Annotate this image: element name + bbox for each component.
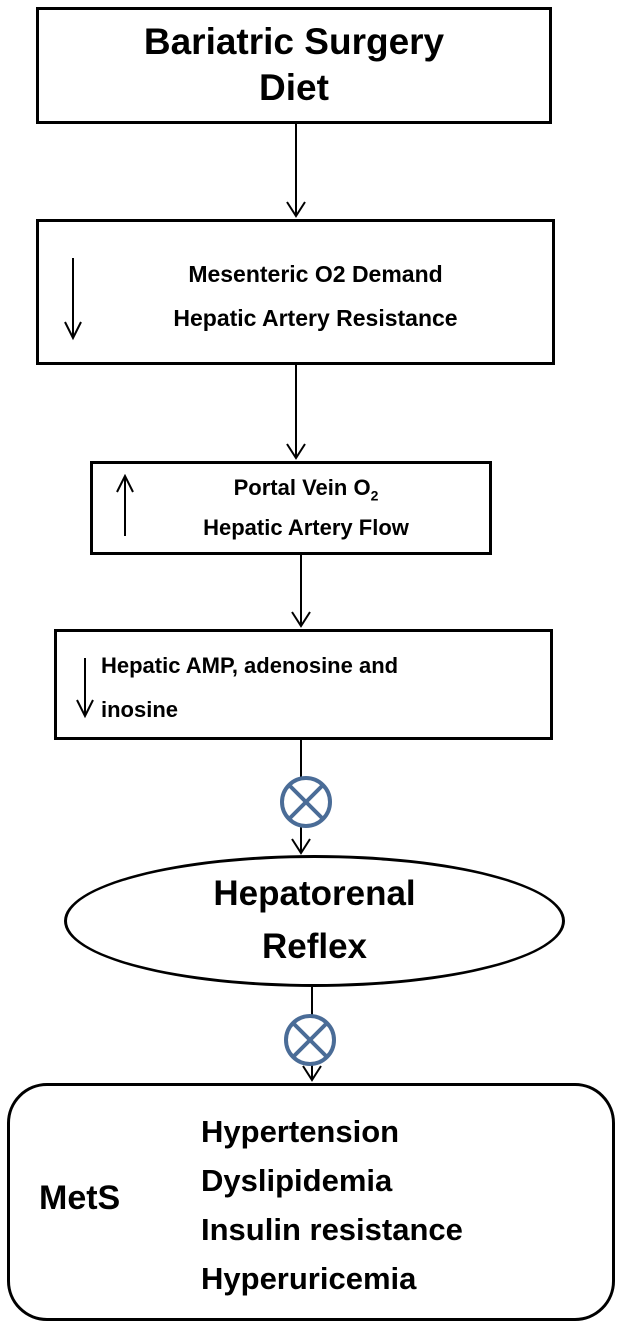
connector-2-arrowhead: [286, 443, 306, 460]
hepatorenal-label: Hepatorenal: [213, 874, 416, 913]
down-arrow-icon: [64, 258, 82, 341]
bariatric-surgery-node: Bariatric Surgery Diet: [36, 7, 552, 124]
portal-vein-o2-label: Portal Vein O2: [233, 475, 379, 504]
up-arrow-icon: [116, 474, 134, 536]
mets-condition-list: Hypertension Dyslipidemia Insulin resist…: [201, 1107, 463, 1303]
inhibit-icon-2: [284, 1014, 336, 1066]
inosine-label: inosine: [101, 697, 179, 722]
connector-4-arrowhead: [291, 838, 311, 855]
mets-item-hyperuricemia: Hyperuricemia: [201, 1261, 417, 1296]
connector-1-arrowhead: [286, 201, 306, 218]
mets-label: MetS: [39, 1179, 121, 1217]
mesenteric-o2-label: Mesenteric O2 Demand: [188, 261, 443, 287]
hepatorenal-reflex-node: Hepatorenal Reflex: [64, 855, 565, 987]
mets-item-hypertension: Hypertension: [201, 1114, 400, 1149]
mesenteric-node: Mesenteric O2 Demand Hepatic Artery Resi…: [36, 219, 555, 365]
inhibit-icon-1: [280, 776, 332, 828]
mets-item-insulin-resistance: Insulin resistance: [201, 1212, 463, 1247]
mets-node: MetS Hypertension Dyslipidemia Insulin r…: [7, 1083, 615, 1321]
hepatic-artery-flow-label: Hepatic Artery Flow: [203, 515, 409, 540]
mets-item-dyslipidemia: Dyslipidemia: [201, 1163, 393, 1198]
down-arrow-icon: [76, 658, 94, 719]
reflex-label: Reflex: [261, 927, 368, 966]
diet-label: Diet: [259, 67, 329, 108]
connector-3-arrowhead: [291, 611, 311, 628]
hepatic-artery-resistance-label: Hepatic Artery Resistance: [173, 305, 458, 331]
hepatic-amp-node: Hepatic AMP, adenosine and inosine: [54, 629, 553, 740]
connector-5-arrowhead: [302, 1065, 322, 1082]
bariatric-surgery-label: Bariatric Surgery: [143, 21, 445, 62]
hepatic-amp-label: Hepatic AMP, adenosine and: [101, 653, 399, 678]
portal-vein-node: Portal Vein O2 Hepatic Artery Flow: [90, 461, 492, 555]
